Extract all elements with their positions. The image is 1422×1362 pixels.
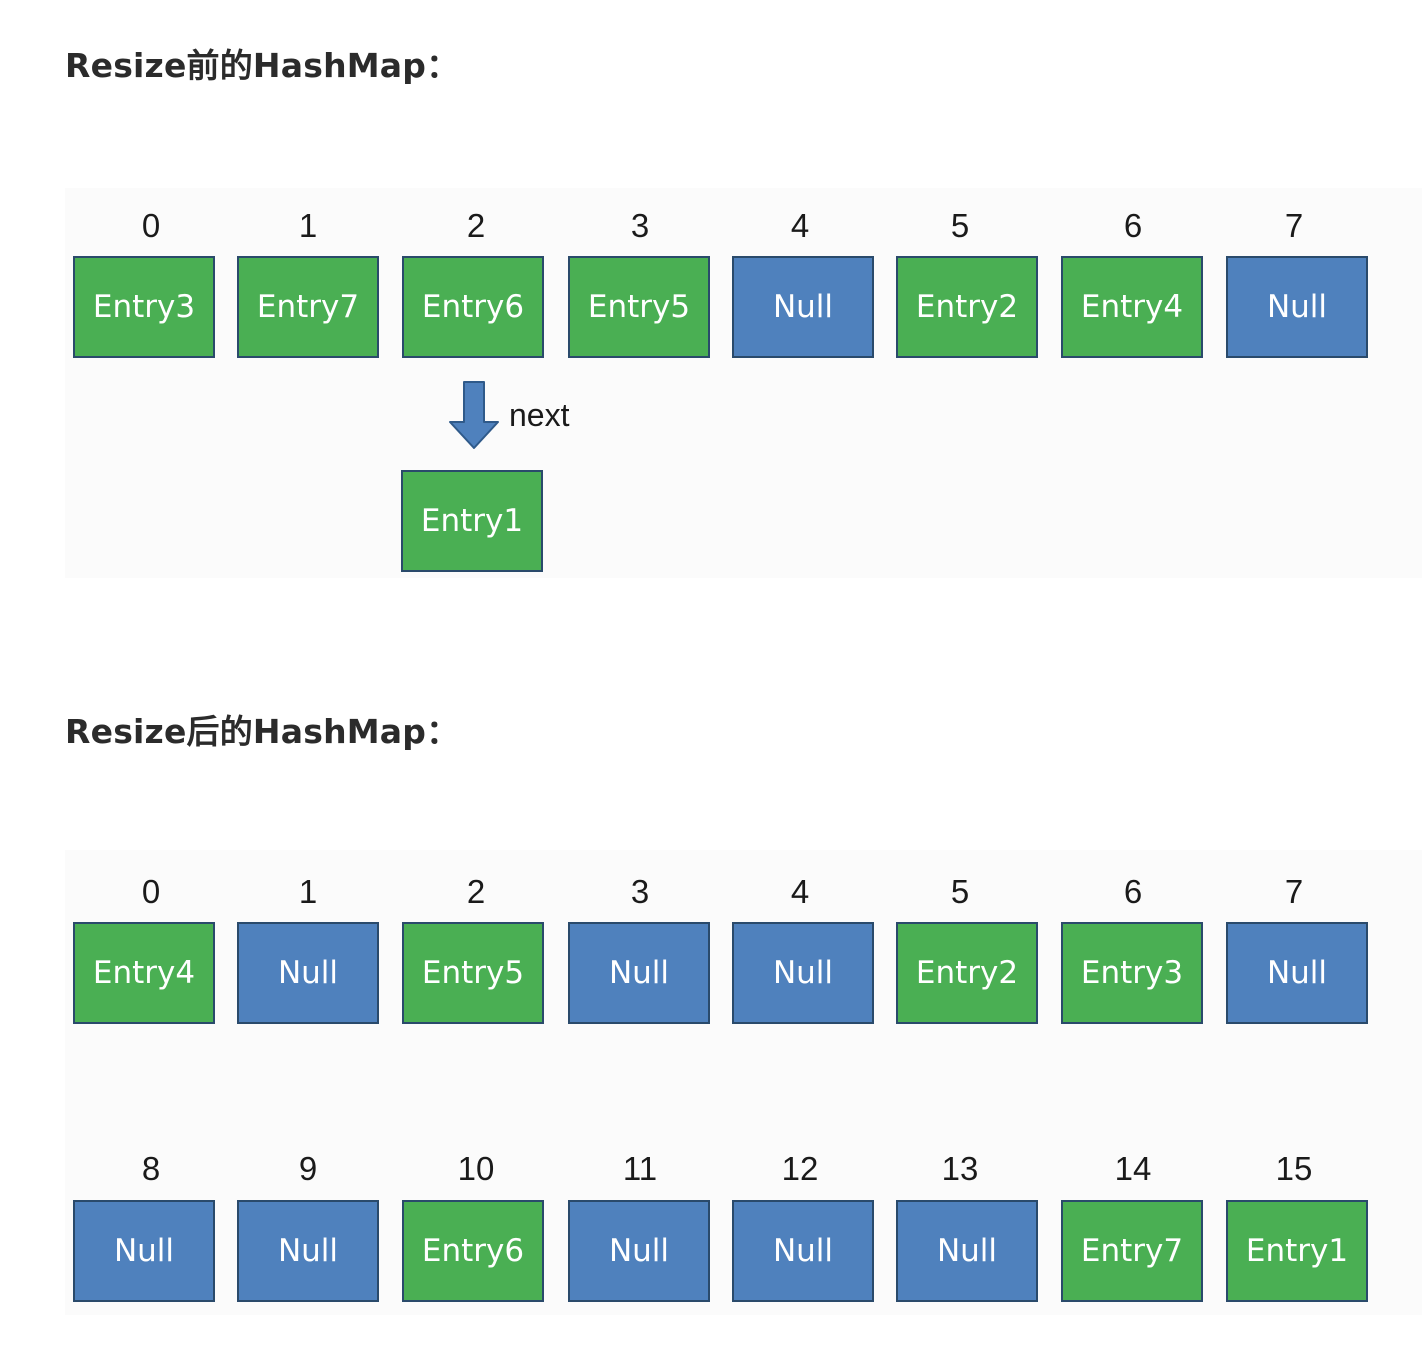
before-index-label: 2 xyxy=(466,207,486,244)
before-index-label: 4 xyxy=(790,207,810,244)
before-bucket-entry: Entry3 xyxy=(73,256,215,358)
after-row2-index-label: 13 xyxy=(941,1150,979,1187)
before-bucket-entry: Entry7 xyxy=(237,256,379,358)
before-diagram-panel xyxy=(65,188,1422,578)
before-index-label: 0 xyxy=(141,207,161,244)
after-row1-index-label: 7 xyxy=(1284,873,1304,910)
before-bucket-entry: Entry5 xyxy=(568,256,710,358)
after-row2-bucket-entry: Entry7 xyxy=(1061,1200,1203,1302)
after-row1-bucket-null: Null xyxy=(1226,922,1368,1024)
down-arrow-icon xyxy=(449,381,499,449)
after-row1-bucket-entry: Entry2 xyxy=(896,922,1038,1024)
before-index-label: 1 xyxy=(298,207,318,244)
after-row1-index-label: 0 xyxy=(141,873,161,910)
after-row1-bucket-entry: Entry4 xyxy=(73,922,215,1024)
after-row1-bucket-null: Null xyxy=(568,922,710,1024)
after-row1-index-label: 1 xyxy=(298,873,318,910)
after-row2-bucket-null: Null xyxy=(732,1200,874,1302)
before-index-label: 7 xyxy=(1284,207,1304,244)
after-row2-index-label: 9 xyxy=(298,1150,318,1187)
before-bucket-null: Null xyxy=(732,256,874,358)
after-row2-index-label: 14 xyxy=(1114,1150,1152,1187)
after-row2-bucket-null: Null xyxy=(73,1200,215,1302)
after-row1-bucket-null: Null xyxy=(732,922,874,1024)
after-row1-index-label: 6 xyxy=(1123,873,1143,910)
after-row1-bucket-null: Null xyxy=(237,922,379,1024)
before-index-label: 6 xyxy=(1123,207,1143,244)
after-row2-index-label: 10 xyxy=(457,1150,495,1187)
next-link-label: next xyxy=(509,397,570,433)
after-row1-index-label: 4 xyxy=(790,873,810,910)
before-heading: Resize前的HashMap： xyxy=(65,46,460,85)
before-bucket-entry: Entry2 xyxy=(896,256,1038,358)
after-row2-index-label: 8 xyxy=(141,1150,161,1187)
before-index-label: 3 xyxy=(630,207,650,244)
after-row2-index-label: 11 xyxy=(622,1150,658,1187)
after-row1-bucket-entry: Entry5 xyxy=(402,922,544,1024)
after-row2-bucket-null: Null xyxy=(568,1200,710,1302)
before-bucket-entry: Entry4 xyxy=(1061,256,1203,358)
after-row1-bucket-entry: Entry3 xyxy=(1061,922,1203,1024)
before-bucket-null: Null xyxy=(1226,256,1368,358)
after-row1-index-label: 3 xyxy=(630,873,650,910)
after-row2-bucket-null: Null xyxy=(237,1200,379,1302)
after-row1-index-label: 2 xyxy=(466,873,486,910)
after-row1-index-label: 5 xyxy=(950,873,970,910)
after-row2-index-label: 15 xyxy=(1275,1150,1313,1187)
after-row2-index-label: 12 xyxy=(781,1150,819,1187)
chain-node-bucket-2: Entry1 xyxy=(401,470,543,572)
after-row2-bucket-entry: Entry6 xyxy=(402,1200,544,1302)
before-bucket-entry: Entry6 xyxy=(402,256,544,358)
after-row2-bucket-entry: Entry1 xyxy=(1226,1200,1368,1302)
after-heading: Resize后的HashMap： xyxy=(65,712,460,751)
after-row2-bucket-null: Null xyxy=(896,1200,1038,1302)
before-index-label: 5 xyxy=(950,207,970,244)
